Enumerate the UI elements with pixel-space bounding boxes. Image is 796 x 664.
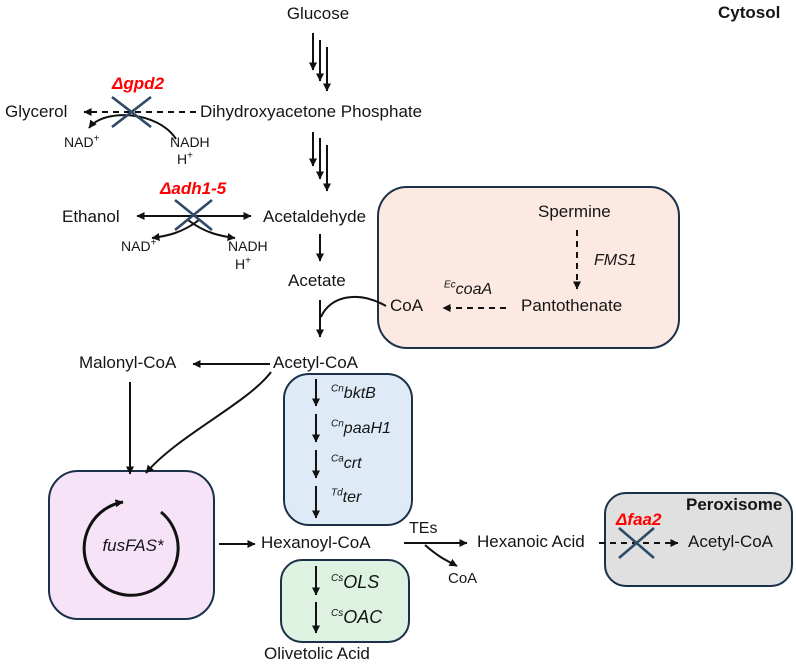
crt-organism-prefix: Ca: [331, 453, 344, 465]
crt-gene-name: crt: [343, 455, 362, 472]
cytosol-label: Cytosol: [718, 3, 781, 22]
plus-sup: +: [150, 237, 157, 249]
ter-gene-name: ter: [342, 489, 362, 506]
nadh-label-gpd2: NADH: [170, 134, 210, 150]
ols-gene-name: OLS: [343, 572, 380, 592]
adh-deletion-label: Δadh1-5: [160, 179, 227, 198]
h-text: H: [177, 151, 188, 167]
spermine-label: Spermine: [538, 202, 611, 221]
tes-enzyme-label: TEs: [409, 520, 438, 537]
olivetolic-acid-label: Olivetolic Acid: [264, 644, 370, 663]
coaa-organism-prefix: Ec: [444, 279, 456, 291]
arrow-tes-coa-release: [424, 544, 458, 567]
acetaldehyde-label: Acetaldehyde: [263, 207, 367, 226]
gpd2-knockout-cross: [111, 95, 152, 129]
peroxisome-label: Peroxisome: [686, 495, 783, 514]
acetate-label: Acetate: [288, 271, 346, 290]
h-text: H: [235, 256, 246, 272]
paah1-enzyme-label: CnpaaH1: [331, 418, 391, 438]
gpd2-deletion-label: Δgpd2: [112, 74, 165, 93]
coa-released-label: CoA: [448, 570, 478, 587]
fms1-enzyme-label: FMS1: [594, 252, 637, 269]
arrow-glucose-to-dhap: [309, 33, 331, 92]
hexanoic-acid-label: Hexanoic Acid: [477, 532, 585, 551]
ols-organism-prefix: Cs: [331, 573, 344, 584]
oac-enzyme-label: CsOAC: [331, 607, 382, 628]
glucose-label: Glucose: [286, 4, 350, 23]
nad-label-gpd2: NAD+: [64, 134, 99, 150]
glycerol-label: Glycerol: [5, 102, 68, 121]
pantothenate-module-box: [377, 186, 680, 349]
ols-enzyme-label: CsOLS: [331, 572, 379, 593]
nad-label-adh: NAD+: [121, 238, 156, 254]
bktb-gene-name: bktB: [343, 385, 376, 402]
dhap-label: Dihydroxyacetone Phosphate: [200, 102, 423, 121]
acetyl-coa-peroxisome-label: Acetyl-CoA: [688, 532, 774, 551]
hexanoyl-coa-label: Hexanoyl-CoA: [261, 533, 371, 552]
pantothenate-label: Pantothenate: [521, 296, 623, 315]
paah1-organism-prefix: Cn: [331, 418, 344, 430]
ter-organism-prefix: Td: [331, 487, 343, 499]
olivetolate-module-box: [280, 559, 410, 643]
nad-text: NAD: [121, 238, 151, 254]
arrow-acetylcoa-to-fas: [145, 371, 272, 474]
arrow-dhap-to-acetaldehyde: [309, 132, 331, 192]
bktb-enzyme-label: CnbktB: [331, 383, 376, 403]
fusfas-enzyme-label: fusFAS*: [102, 536, 164, 555]
bktb-organism-prefix: Cn: [331, 383, 344, 395]
oac-gene-name: OAC: [343, 607, 383, 627]
plus-sup: +: [245, 255, 251, 267]
malonyl-coa-label: Malonyl-CoA: [79, 353, 177, 372]
elongation-module-box: [283, 373, 413, 526]
adh-knockout-cross: [174, 198, 213, 232]
arrow-ethanol-acetaldehyde: [136, 212, 252, 241]
paah1-gene-name: paaH1: [343, 420, 391, 437]
plus-sup: +: [93, 133, 100, 145]
acetyl-coa-label: Acetyl-CoA: [273, 353, 359, 372]
faa2-deletion-label: Δfaa2: [616, 510, 662, 529]
nad-text: NAD: [64, 134, 94, 150]
plus-sup: +: [187, 150, 193, 162]
h-label-adh: H+: [235, 256, 251, 272]
coaa-enzyme-label: EccoaA: [444, 279, 493, 299]
ter-enzyme-label: Tdter: [331, 487, 362, 507]
h-label-gpd2: H+: [177, 151, 193, 167]
coa-label: CoA: [390, 296, 424, 315]
nadh-label-adh: NADH: [228, 238, 268, 254]
ethanol-label: Ethanol: [62, 207, 120, 226]
oac-organism-prefix: Cs: [331, 608, 344, 619]
coaa-gene-name: coaA: [455, 281, 493, 298]
crt-enzyme-label: Cacrt: [331, 453, 362, 473]
